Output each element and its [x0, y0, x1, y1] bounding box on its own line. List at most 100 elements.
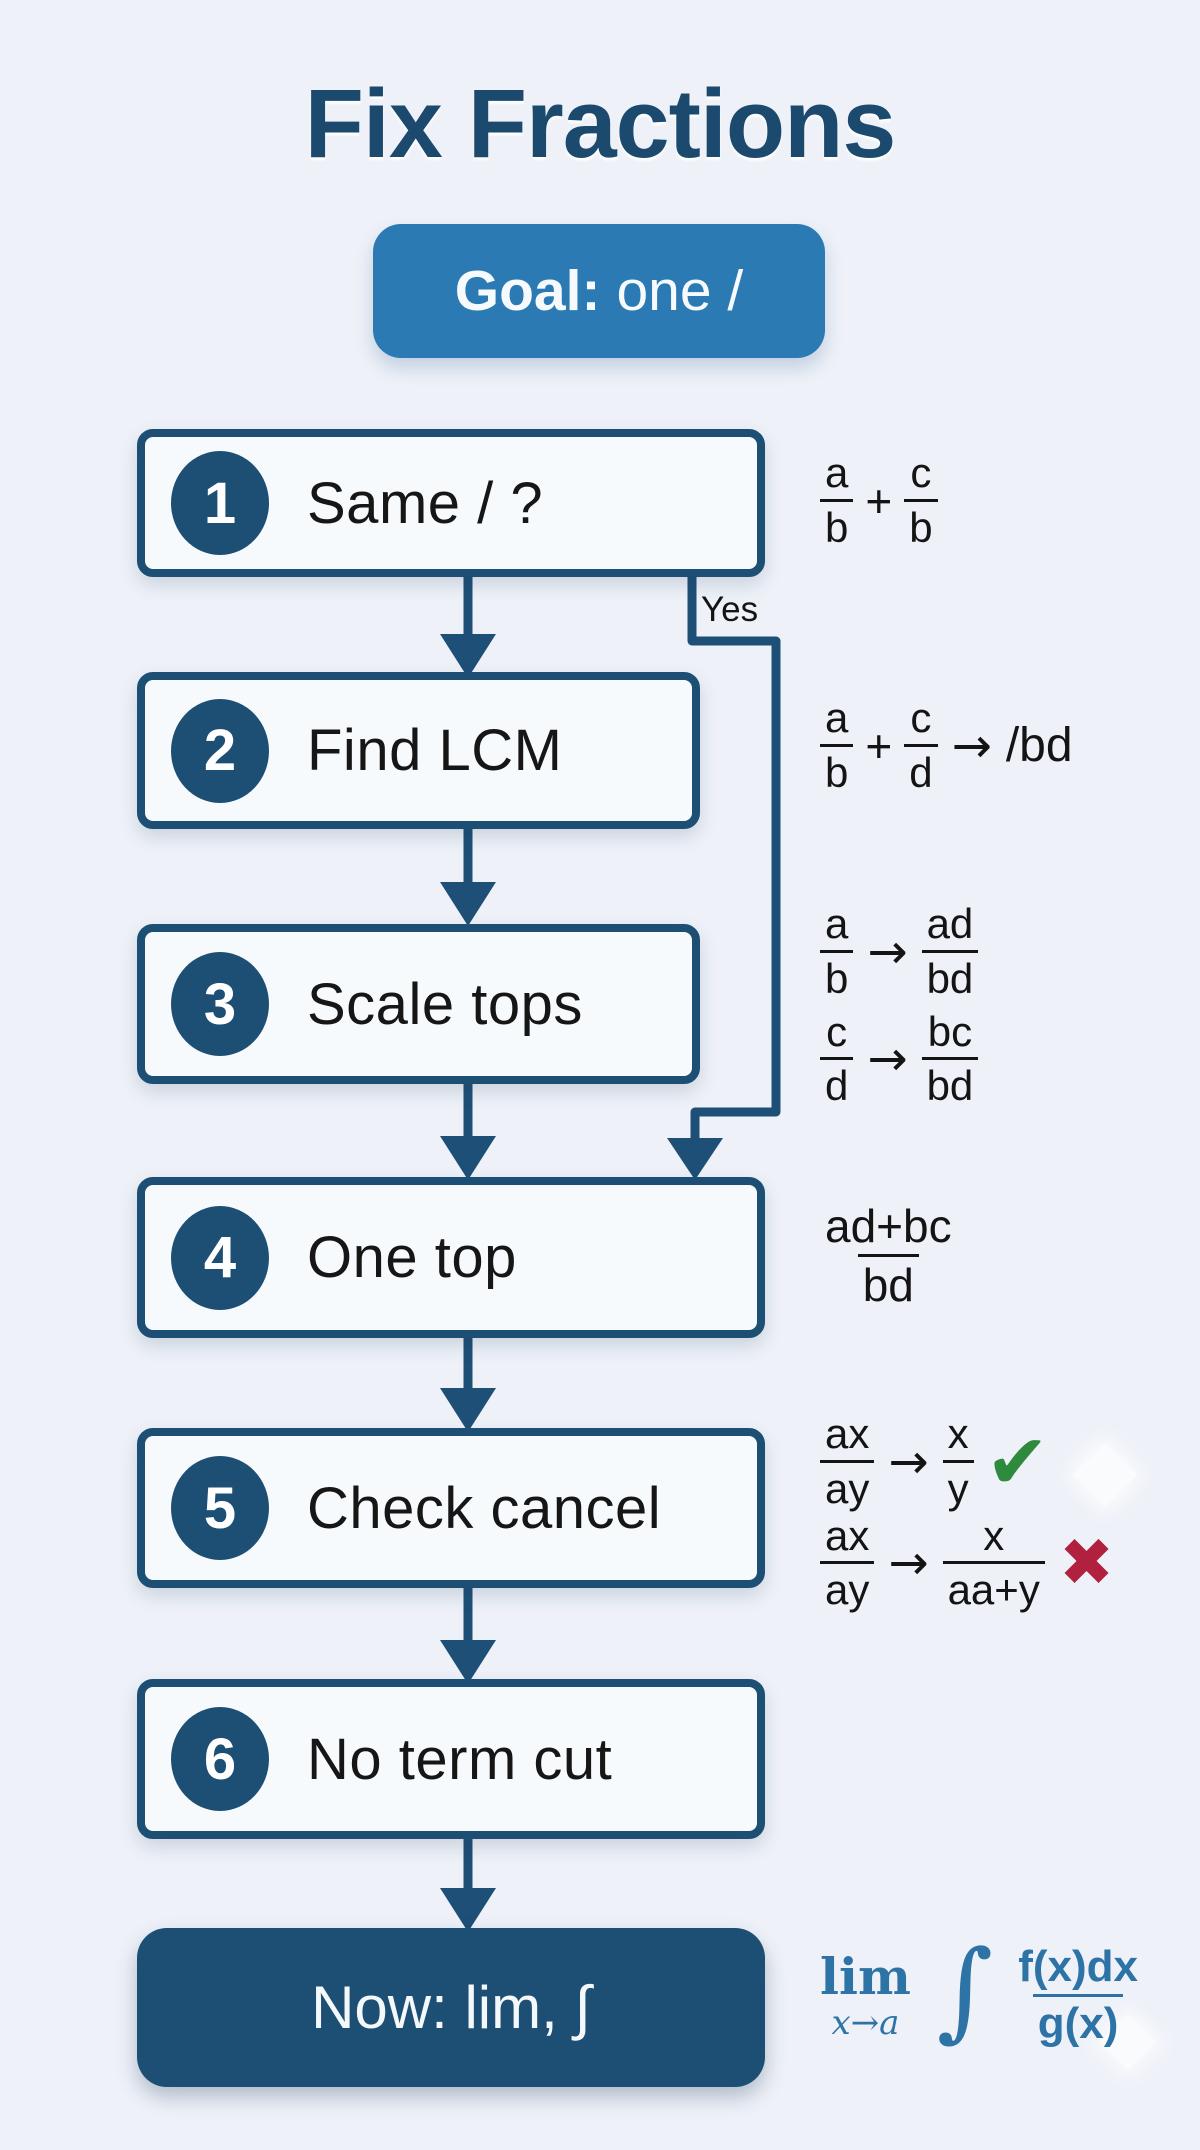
step-number-badge: 3 — [171, 952, 269, 1056]
denominator: ay — [820, 1459, 875, 1511]
step-box-6: 6 No term cut — [137, 1679, 765, 1839]
arrow-right-icon: → — [867, 1031, 908, 1088]
fraction: x y — [942, 1410, 974, 1511]
annotation-step2: a b + c d → /bd — [820, 694, 1073, 795]
fraction: ad bd — [921, 900, 979, 1001]
denominator: ay — [820, 1561, 875, 1612]
step-number-badge: 6 — [171, 1707, 269, 1811]
numerator: a — [825, 449, 849, 496]
denominator: b — [904, 498, 938, 550]
lim-text: lim — [820, 1946, 911, 2006]
annotation-row: c d → bc bd — [820, 1007, 979, 1109]
step-label: Find LCM — [307, 718, 563, 783]
fraction: c d — [820, 1007, 854, 1109]
arrowhead-3 — [440, 1136, 496, 1180]
cross-icon: ✖ — [1058, 1524, 1115, 1602]
arrow-right-icon: → — [951, 717, 992, 774]
numerator: f(x)dx — [1018, 1942, 1138, 1992]
denominator: b — [820, 949, 854, 1001]
edge-label-yes: Yes — [701, 590, 759, 629]
yes-bypass-line — [687, 570, 781, 1140]
arrowhead-4 — [440, 1388, 496, 1432]
denominator: aa+y — [942, 1561, 1045, 1612]
fraction: ax ay — [820, 1511, 875, 1613]
numerator: ax — [825, 1410, 870, 1457]
numerator: c — [910, 449, 932, 496]
step-number-badge: 5 — [171, 1456, 269, 1560]
arrowhead-2 — [440, 882, 496, 926]
annotation-step4: ad+bc bd — [820, 1203, 957, 1309]
denominator: bd — [921, 949, 979, 1001]
arrow-right-icon: → — [888, 1433, 929, 1490]
numerator: a — [825, 900, 849, 947]
integral-symbol: ∫ — [936, 1928, 994, 2053]
fraction: a b — [820, 900, 854, 1001]
arrowhead-1 — [440, 634, 496, 678]
numerator: c — [826, 1007, 848, 1055]
denominator: g(x) — [1032, 1993, 1124, 2047]
limit-expression: lim x→a — [820, 1946, 911, 2043]
step-label: Scale tops — [307, 971, 583, 1037]
denominator: b — [820, 743, 854, 795]
goal-label: Goal: — [454, 259, 601, 323]
denominator: d — [904, 743, 938, 795]
denominator: bd — [921, 1057, 979, 1108]
fraction: x aa+y — [942, 1511, 1045, 1613]
numerator: x — [947, 1410, 969, 1457]
final-box: Now: lim, ∫ — [137, 1928, 765, 2087]
plus-operator: + — [865, 719, 893, 772]
step-label: Check cancel — [307, 1475, 662, 1541]
fraction: c b — [904, 449, 938, 550]
annotation-row-valid: ax ay → x y ✔ — [820, 1410, 1050, 1511]
annotation-final: lim x→a ∫ f(x)dx g(x) — [820, 1928, 1143, 2053]
numerator: x — [983, 1511, 1005, 1559]
step-box-4: 4 One top — [137, 1177, 765, 1338]
step-box-3: 3 Scale tops — [137, 924, 700, 1084]
fraction: f(x)dx g(x) — [1013, 1942, 1143, 2047]
step-number-badge: 2 — [171, 698, 269, 803]
arrowhead-5 — [440, 1640, 496, 1684]
fraction: ad+bc bd — [820, 1203, 957, 1309]
annotation-step1: a b + c b — [820, 449, 938, 550]
page-title: Fix Fractions — [304, 69, 897, 178]
annotation-row-invalid: ax ay → x aa+y ✖ — [820, 1511, 1115, 1613]
arrow-right-icon: → — [888, 1535, 929, 1592]
denominator: d — [820, 1057, 854, 1108]
plus-operator: + — [865, 474, 893, 527]
numerator: bc — [927, 1007, 973, 1055]
fraction: a b — [820, 449, 854, 550]
denominator: y — [942, 1459, 974, 1511]
step-label: Same / ? — [307, 470, 544, 536]
check-icon: ✔ — [985, 1416, 1050, 1506]
numerator: a — [825, 694, 849, 741]
fraction: bc bd — [921, 1007, 979, 1109]
denominator: b — [820, 498, 854, 550]
numerator: ad+bc — [825, 1200, 952, 1252]
step-number-badge: 1 — [171, 451, 269, 555]
numerator: c — [910, 694, 932, 741]
annotation-step3: a b → ad bd c d → bc bd — [820, 900, 979, 1109]
arrowhead-yes-bypass — [667, 1138, 723, 1180]
step-box-5: 5 Check cancel — [137, 1428, 765, 1588]
step-number-badge: 4 — [171, 1205, 269, 1310]
step-label: One top — [307, 1225, 517, 1290]
numerator: ax — [825, 1511, 870, 1559]
denominator: bd — [857, 1253, 919, 1309]
annotation-row: a b → ad bd — [820, 900, 979, 1001]
fraction: a b — [820, 694, 854, 795]
arrowhead-6 — [440, 1888, 496, 1932]
goal-text: one / — [616, 259, 744, 323]
result-text: /bd — [1005, 719, 1073, 773]
final-label: Now: lim, ∫ — [311, 1974, 591, 2041]
arrow-right-icon: → — [867, 923, 908, 980]
step-box-2: 2 Find LCM — [137, 672, 700, 829]
lim-subscript: x→a — [831, 2002, 900, 2043]
fraction: c d — [904, 694, 938, 795]
fraction: ax ay — [820, 1410, 875, 1511]
step-box-1: 1 Same / ? — [137, 429, 765, 577]
goal-badge: Goal: one / — [373, 224, 825, 358]
numerator: ad — [926, 900, 974, 947]
step-label: No term cut — [307, 1726, 613, 1792]
